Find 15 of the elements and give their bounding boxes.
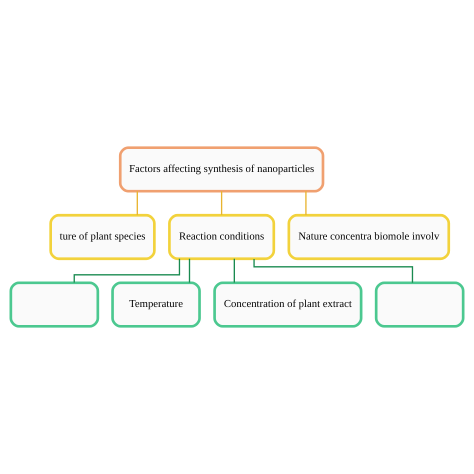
node-box: ture of plant species xyxy=(49,214,156,260)
node-box: Concentration of plant extract xyxy=(213,282,362,328)
connector xyxy=(188,258,190,283)
connector xyxy=(305,191,307,216)
connector xyxy=(253,258,414,283)
connector xyxy=(234,258,235,283)
connector xyxy=(220,191,222,216)
node-box: Temperature xyxy=(111,282,201,328)
node-box xyxy=(374,282,464,328)
node-box: Factors affecting synthesis of nanoparticles xyxy=(118,146,324,192)
node-box xyxy=(10,282,100,328)
connector xyxy=(74,258,180,283)
node-box: Nature concentra biomole involv xyxy=(288,214,450,260)
node-box: Reaction conditions xyxy=(168,214,276,260)
connector xyxy=(136,191,138,216)
